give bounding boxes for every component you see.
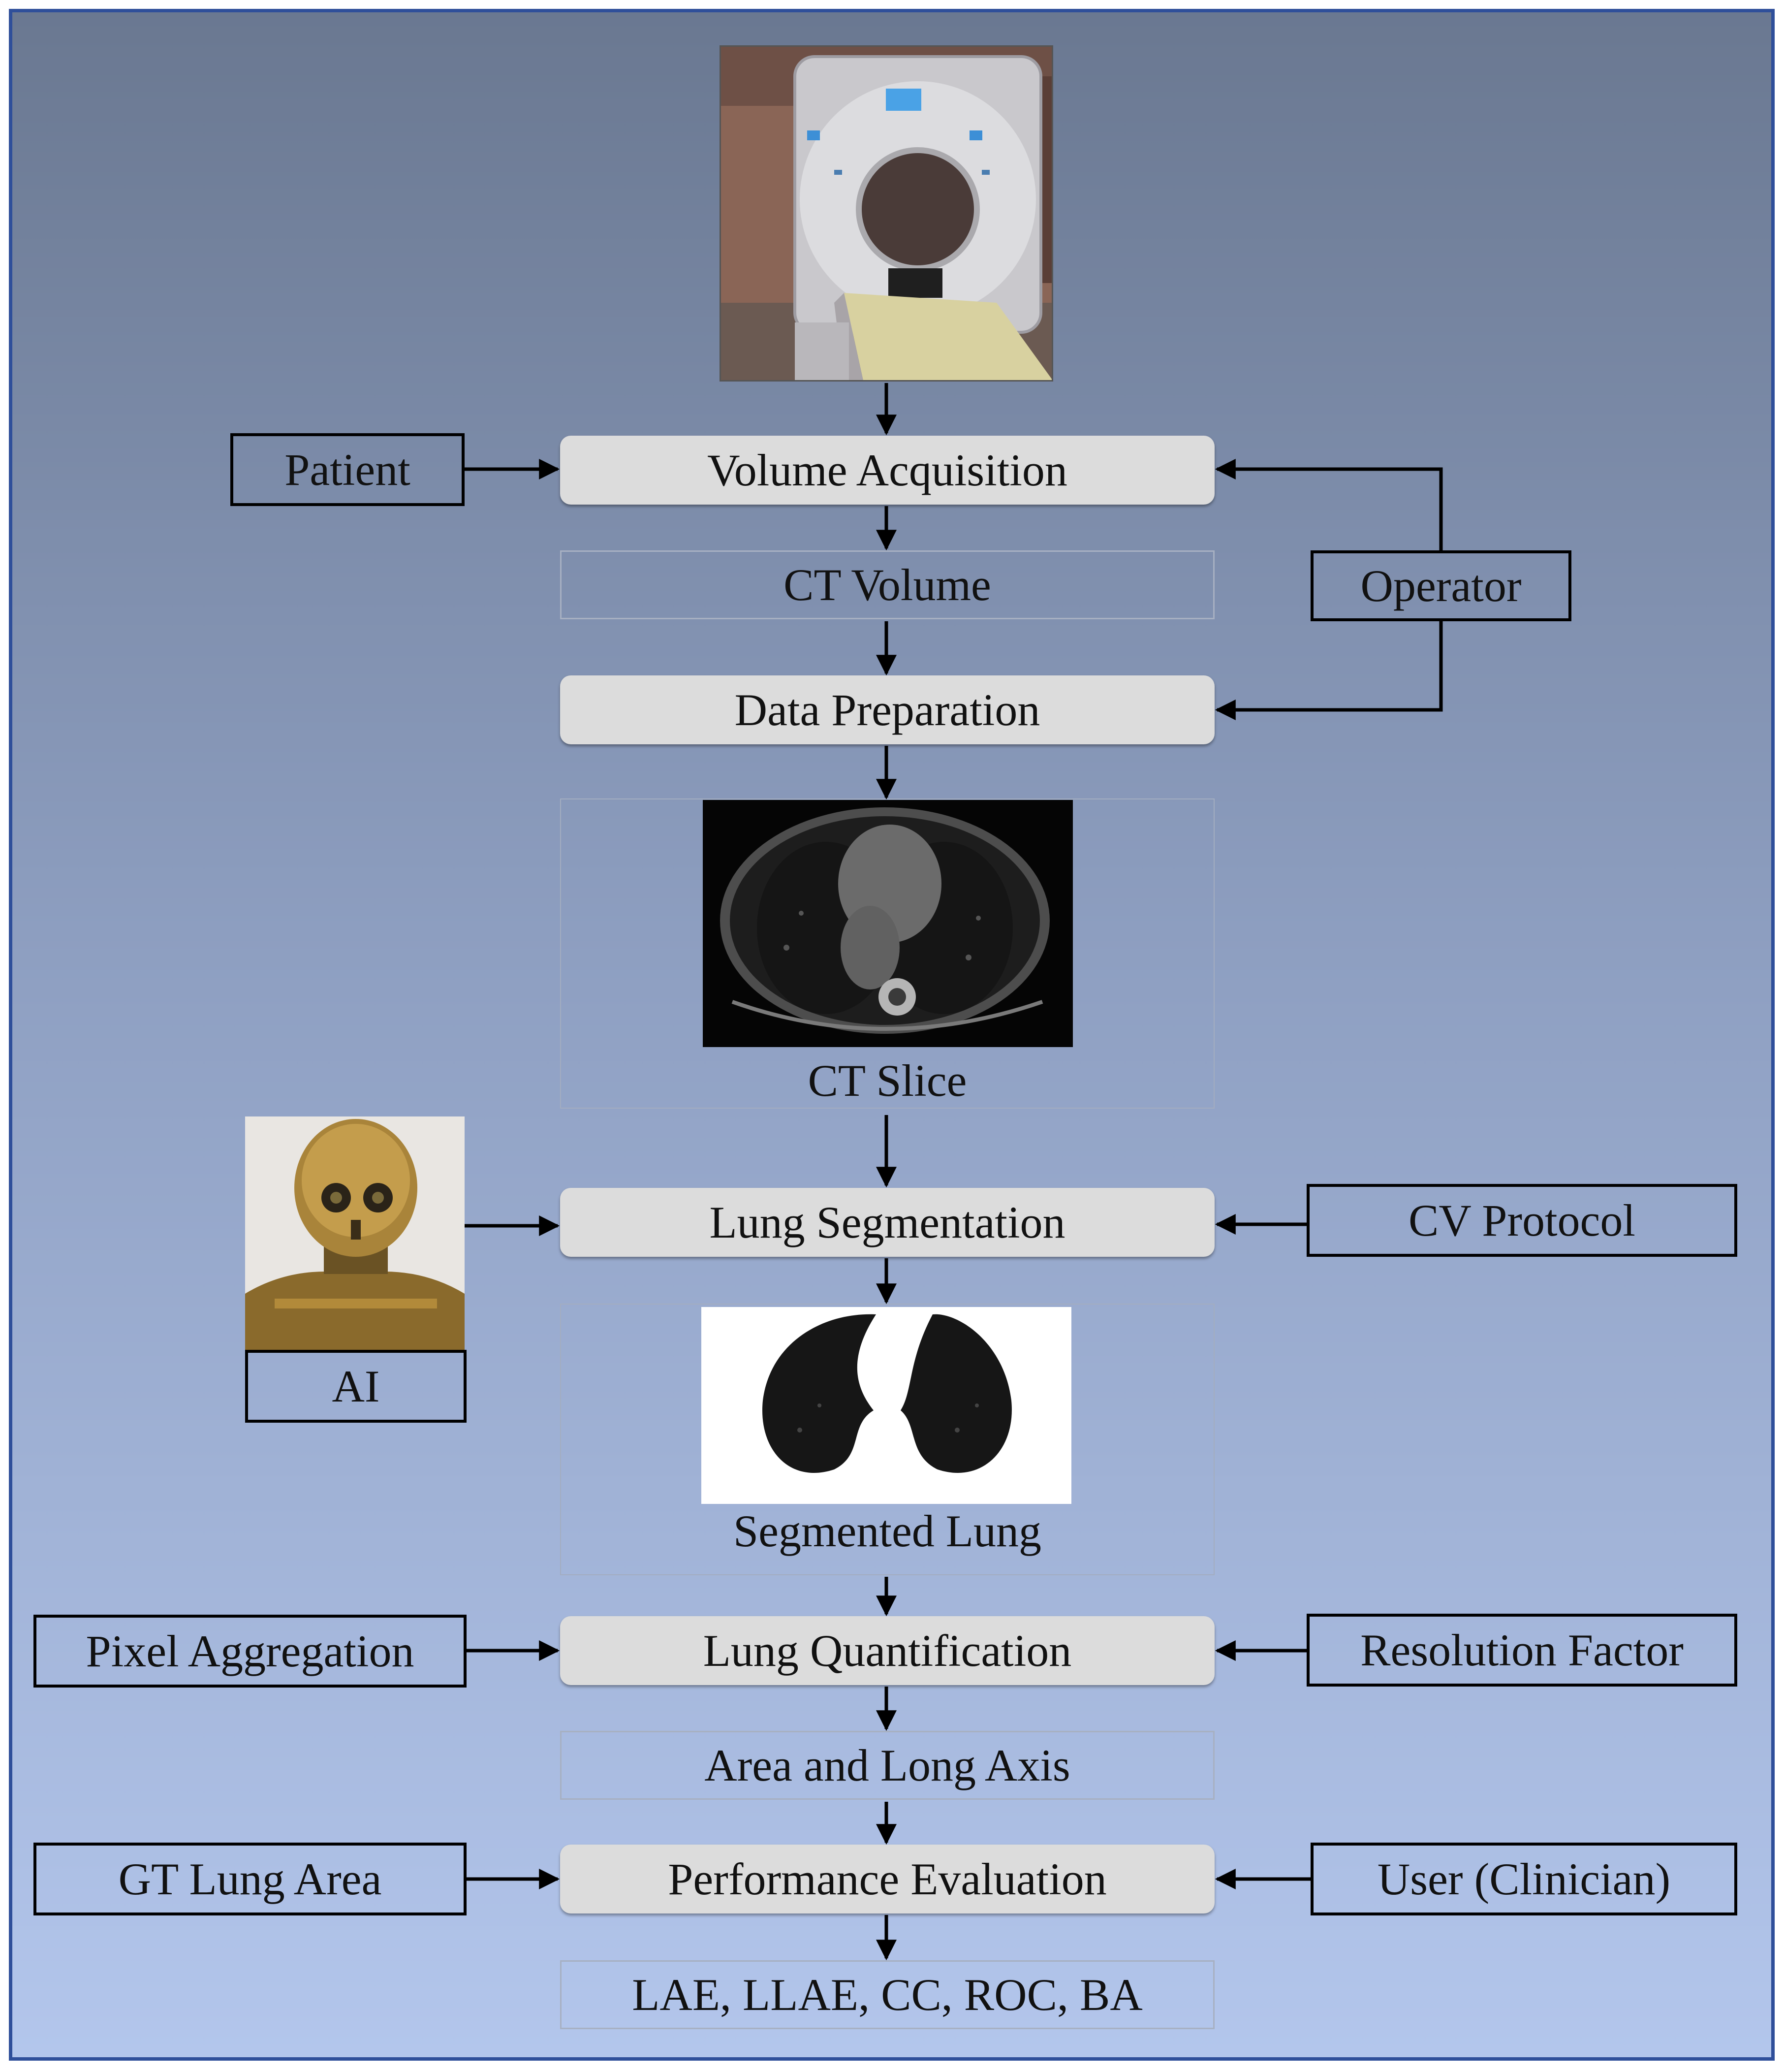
lung-segmentation-box: Lung Segmentation <box>560 1188 1215 1257</box>
operator-box: Operator <box>1311 550 1571 621</box>
metrics-box: LAE, LLAE, CC, ROC, BA <box>560 1960 1215 2029</box>
lung-quantification-box: Lung Quantification <box>560 1616 1215 1685</box>
gt-lung-area-box: GT Lung Area <box>33 1843 467 1915</box>
ct-scanner-image <box>720 45 1053 382</box>
arrow-operator-to-acquisition <box>1215 459 1443 550</box>
ai-box: AI <box>245 1350 467 1423</box>
area-long-axis-box: Area and Long Axis <box>560 1731 1215 1800</box>
ct-slice-label: CT Slice <box>808 1055 967 1106</box>
patient-box: Patient <box>230 433 465 506</box>
pixel-aggregation-box: Pixel Aggregation <box>33 1615 467 1688</box>
ct-slice-image <box>703 800 1073 1047</box>
user-clinician-box: User (Clinician) <box>1311 1843 1737 1915</box>
segmented-lung-label: Segmented Lung <box>733 1506 1041 1556</box>
ct-volume-box: CT Volume <box>560 550 1215 619</box>
performance-evaluation-box: Performance Evaluation <box>560 1845 1215 1913</box>
volume-acquisition-box: Volume Acquisition <box>560 436 1215 505</box>
robot-image <box>245 1116 465 1350</box>
data-preparation-box: Data Preparation <box>560 675 1215 744</box>
arrow-operator-to-preparation <box>1215 621 1443 720</box>
segmented-lung-image <box>701 1307 1071 1504</box>
cv-protocol-box: CV Protocol <box>1307 1184 1737 1257</box>
resolution-factor-box: Resolution Factor <box>1307 1614 1737 1687</box>
